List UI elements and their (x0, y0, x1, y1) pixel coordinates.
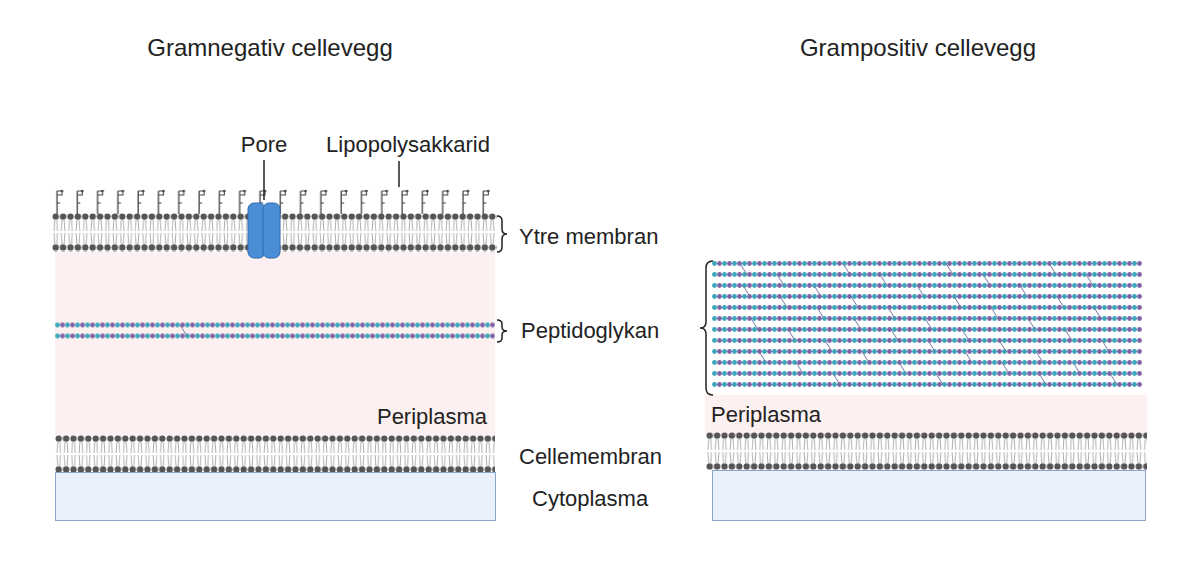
part-label: Peptidoglykan (521, 319, 659, 343)
peptidoglycan-thin (55, 320, 495, 342)
cell-membrane (706, 432, 1147, 470)
panel-heading: Grampositiv cellevegg (800, 34, 1036, 62)
part-label: Lipopolysakkarid (326, 133, 490, 157)
cytoplasm-box (713, 471, 1146, 521)
brace (700, 261, 713, 395)
brace (497, 216, 507, 252)
periplasma-band (55, 252, 495, 436)
part-label: Cytoplasma (532, 487, 648, 511)
band-label: Periplasma (377, 405, 487, 429)
leader-line (263, 160, 265, 200)
brace (497, 320, 507, 342)
pore-protein (248, 203, 280, 258)
band-label: Periplasma (711, 403, 821, 427)
periplasma-band: Periplasma (705, 395, 1147, 435)
part-label: Ytre membran (519, 225, 658, 249)
cross-links (180, 264, 1117, 385)
cytoplasm-box (56, 473, 496, 521)
periplasma-band (705, 395, 1147, 435)
cell-membrane (55, 435, 495, 473)
periplasma-band: Periplasma (55, 252, 495, 436)
part-label: Cellemembran (519, 445, 662, 469)
part-label: Pore (241, 133, 287, 157)
peptidoglycan-thick (712, 258, 1142, 390)
panel-heading: Gramnegativ cellevegg (147, 34, 392, 62)
leader-line (398, 161, 400, 187)
